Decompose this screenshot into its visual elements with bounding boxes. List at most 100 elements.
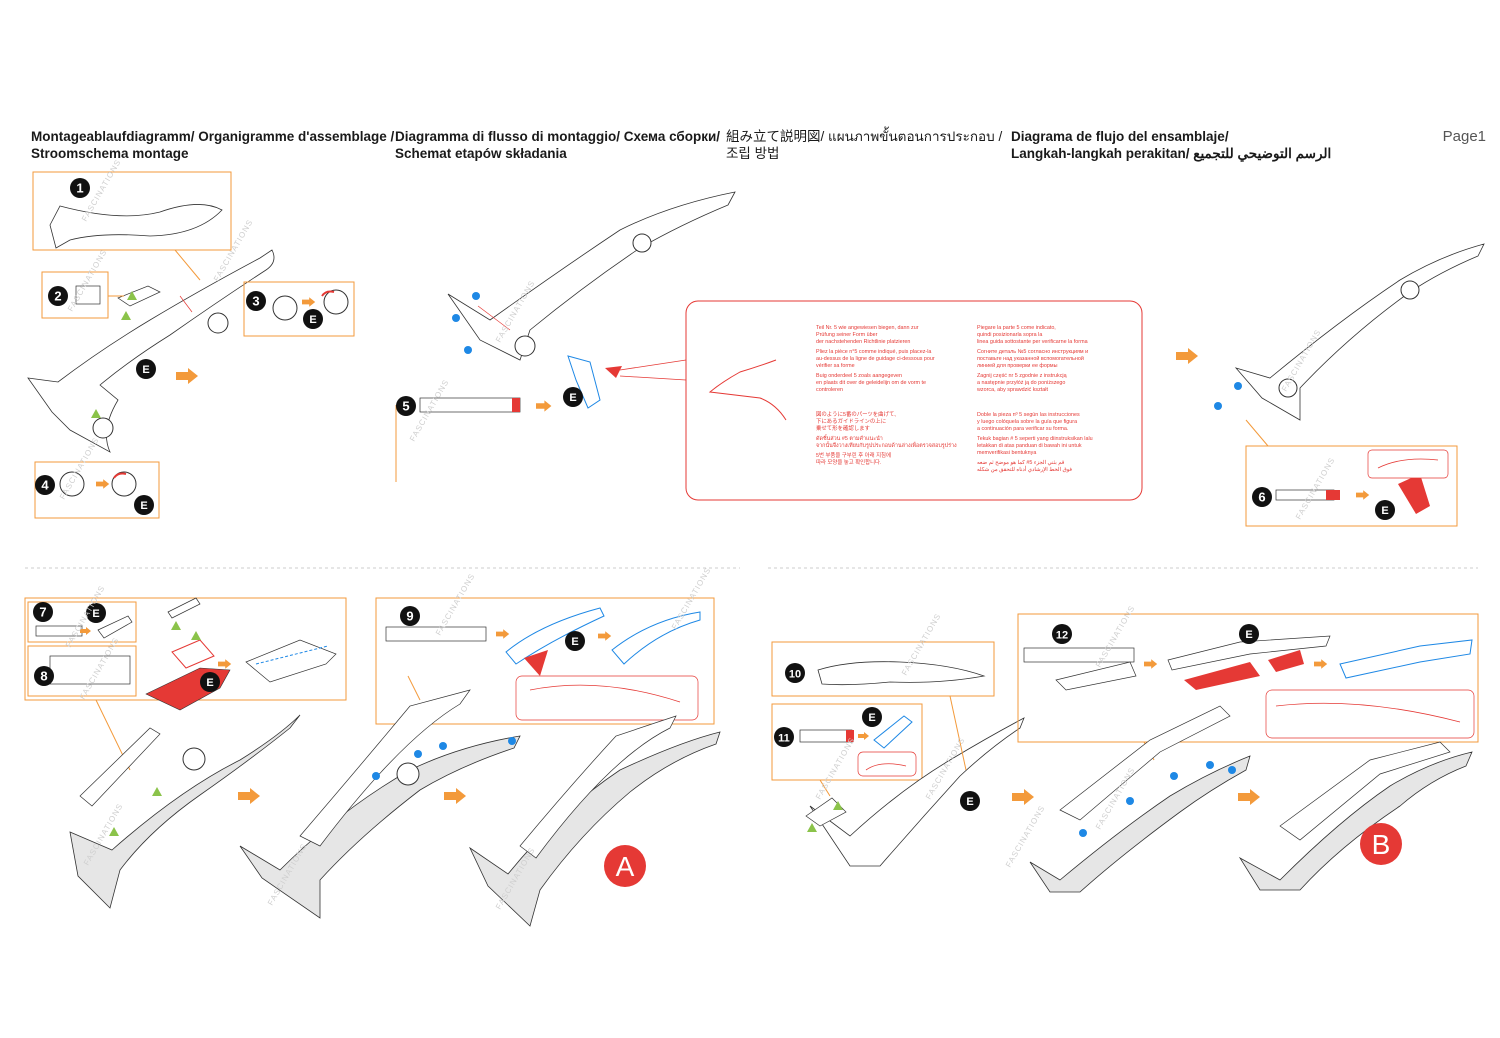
part-6-red-end: [1326, 490, 1340, 500]
e-marker-label: E: [206, 677, 213, 689]
blue-dot: [1234, 382, 1242, 390]
part-12-strip: [1023, 647, 1135, 663]
step-badge-2: 2: [48, 286, 68, 306]
header-col2-line1: Diagramma di flusso di montaggio/ Схема …: [395, 129, 721, 144]
part-on-sword-b: [1279, 741, 1451, 841]
flow-arrow: [238, 788, 260, 804]
note-line: 5번 부품을 구부린 후 아래 지침에: [816, 451, 891, 459]
header-col4: Diagrama de flujo del ensamblaje/ Langka…: [1011, 128, 1331, 162]
note-line: memverifikasi bentuknya: [977, 450, 1036, 456]
part-8-red-plate: [171, 639, 215, 669]
flow-arrow: [444, 788, 466, 804]
note-line: quindi posizionarla sopra la: [977, 332, 1042, 338]
note-line: controleren: [816, 387, 843, 393]
note-line: 下にあるガイドラインの上に: [816, 417, 886, 425]
hub-circle2-step5: [632, 233, 652, 253]
hub-circle-step6: [1278, 378, 1298, 398]
note-line: قم بثني الجزء 5# كما هو موضح ثم ضعه: [977, 460, 1065, 466]
guide-box-12: [1265, 689, 1475, 739]
blue-dot: [439, 742, 447, 750]
guide-curve-9: [529, 684, 681, 703]
sword-outline-10-11: [809, 717, 1025, 867]
flow-arrow: [218, 659, 232, 669]
note-panel: [685, 300, 1143, 501]
e-marker-label: E: [569, 392, 576, 404]
step-box-4: [34, 461, 160, 519]
part-12-red-panel2: [1268, 650, 1304, 672]
e-marker: E: [960, 791, 980, 811]
note-text-left: Teil Nr. 5 wie angewiesen biegen, dann z…: [816, 325, 957, 466]
step-badge-11: 11: [774, 727, 794, 747]
leader-step1: [174, 249, 201, 281]
step3-arrow: [302, 297, 316, 307]
note-guide-curve: [708, 359, 787, 421]
part-9-bent: [505, 607, 605, 665]
result-label-b: B: [1372, 829, 1391, 860]
note-line: 図のように5番のパーツを曲げて、: [816, 410, 899, 418]
note-line: จากนั้นจึงวางเทียบกับรูปประกอบด้านล่างเพ…: [816, 441, 957, 449]
e-marker: E: [136, 359, 156, 379]
step-box-6: [1245, 445, 1458, 527]
part-2-outline: [75, 285, 101, 305]
step-box-3: [243, 281, 355, 337]
step-badge-10: 10: [785, 663, 805, 683]
note-line: Piegare la parte 5 come indicato,: [977, 325, 1056, 331]
note-line: Doble la pieza nº 5 según las instruccio…: [977, 412, 1080, 418]
sword-outline-step5: [447, 191, 736, 361]
green-marker: [807, 823, 817, 832]
e-marker: E: [862, 707, 882, 727]
part-1-outline: [49, 204, 223, 249]
sword-gray-7-8: [69, 714, 301, 909]
red-guide-step1: [179, 295, 193, 313]
step-badge-5: 5: [396, 396, 416, 416]
part-11-red-end: [846, 730, 854, 742]
note-line: y luego colóquela sobre la guía que figu…: [977, 419, 1077, 425]
guide-curve-6: [1377, 458, 1439, 469]
part-11-strip: [799, 729, 853, 743]
e-marker: E: [563, 387, 583, 407]
e-marker: E: [200, 672, 220, 692]
leader-step6: [1245, 419, 1269, 447]
step-number-4: 4: [41, 478, 49, 493]
flow-arrow: [176, 368, 198, 384]
step-number-9: 9: [406, 609, 413, 624]
watermark-text: FASCINATIONS: [1004, 804, 1047, 869]
note-line: فوق الخط الإرشادي أدناه للتحقق من شكله: [977, 465, 1072, 473]
part-11-bent: [873, 715, 913, 749]
leader-step10: [949, 695, 967, 771]
flow-arrow: [1356, 490, 1370, 500]
green-marker: [152, 787, 162, 796]
e-marker: E: [1375, 500, 1395, 520]
step-number-1: 1: [76, 181, 83, 196]
part-4-ring: [59, 471, 85, 497]
step-number-7: 7: [39, 605, 46, 620]
header-col3: 組み立て説明図/ แผนภาพขั้นตอนการประกอบ / 조립 방법: [726, 128, 1002, 162]
step9-arrow2: [598, 631, 612, 641]
blue-dot: [1214, 402, 1222, 410]
part-4-ring-bent: [111, 471, 137, 497]
step-box-10: [771, 641, 995, 697]
part-8-body: [49, 655, 131, 685]
part-6-bent-red: [1398, 474, 1430, 514]
part-4-red-tab: [113, 472, 127, 479]
e-marker: E: [134, 495, 154, 515]
e-marker: E: [565, 631, 585, 651]
step-badge-9: 9: [400, 606, 420, 626]
step-box-1: [32, 171, 232, 251]
e-marker-label: E: [571, 636, 578, 648]
step4-arrow: [96, 479, 110, 489]
step11-arrow: [858, 732, 869, 740]
watermark-text: FASCINATIONS: [1294, 456, 1337, 521]
note-line: a następnie przyłóż ją do poniższego: [977, 380, 1065, 386]
note-line: linea guida sottostante per verificarne …: [977, 339, 1088, 345]
step-number-10: 10: [789, 669, 801, 681]
part-10-outline: [817, 661, 986, 686]
part-12-red-panels: [1184, 662, 1260, 690]
part-3-red-tab: [321, 290, 335, 297]
note-line: a continuación para verificar su forma.: [977, 426, 1068, 432]
note-line: au-dessus de la ligne de guidage ci-dess…: [816, 356, 935, 362]
assembled-7-8: [245, 639, 337, 683]
note-line: Tekuk bagian # 5 seperti yang diinstruks…: [977, 436, 1093, 442]
header-col3-line2: 조립 방법: [726, 146, 780, 161]
